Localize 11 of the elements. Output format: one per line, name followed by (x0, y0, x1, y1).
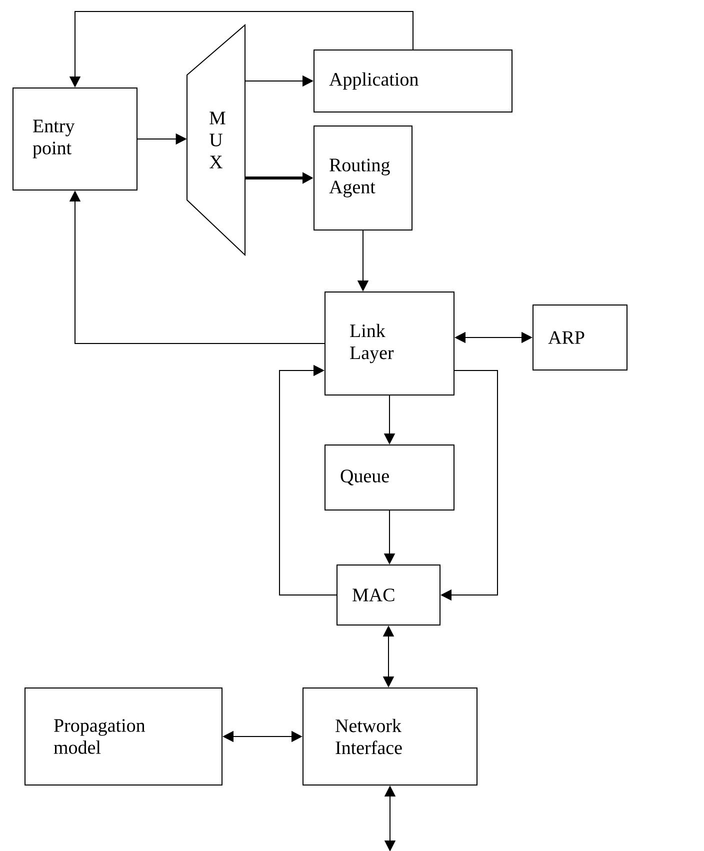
process-box: Network Interface (302, 688, 478, 786)
process-box: MAC (336, 564, 440, 626)
process-box: Entry point (12, 88, 138, 190)
process-box: Routing Agent (314, 126, 412, 230)
mux-trapezoid: M U X (186, 24, 246, 256)
process-box: Link Layer (324, 292, 454, 396)
process-box: ARP (532, 304, 628, 370)
process-box: Application (314, 50, 512, 112)
process-box: Queue (324, 444, 454, 510)
process-box: Propagation model (24, 688, 222, 786)
arrow (279, 364, 337, 596)
